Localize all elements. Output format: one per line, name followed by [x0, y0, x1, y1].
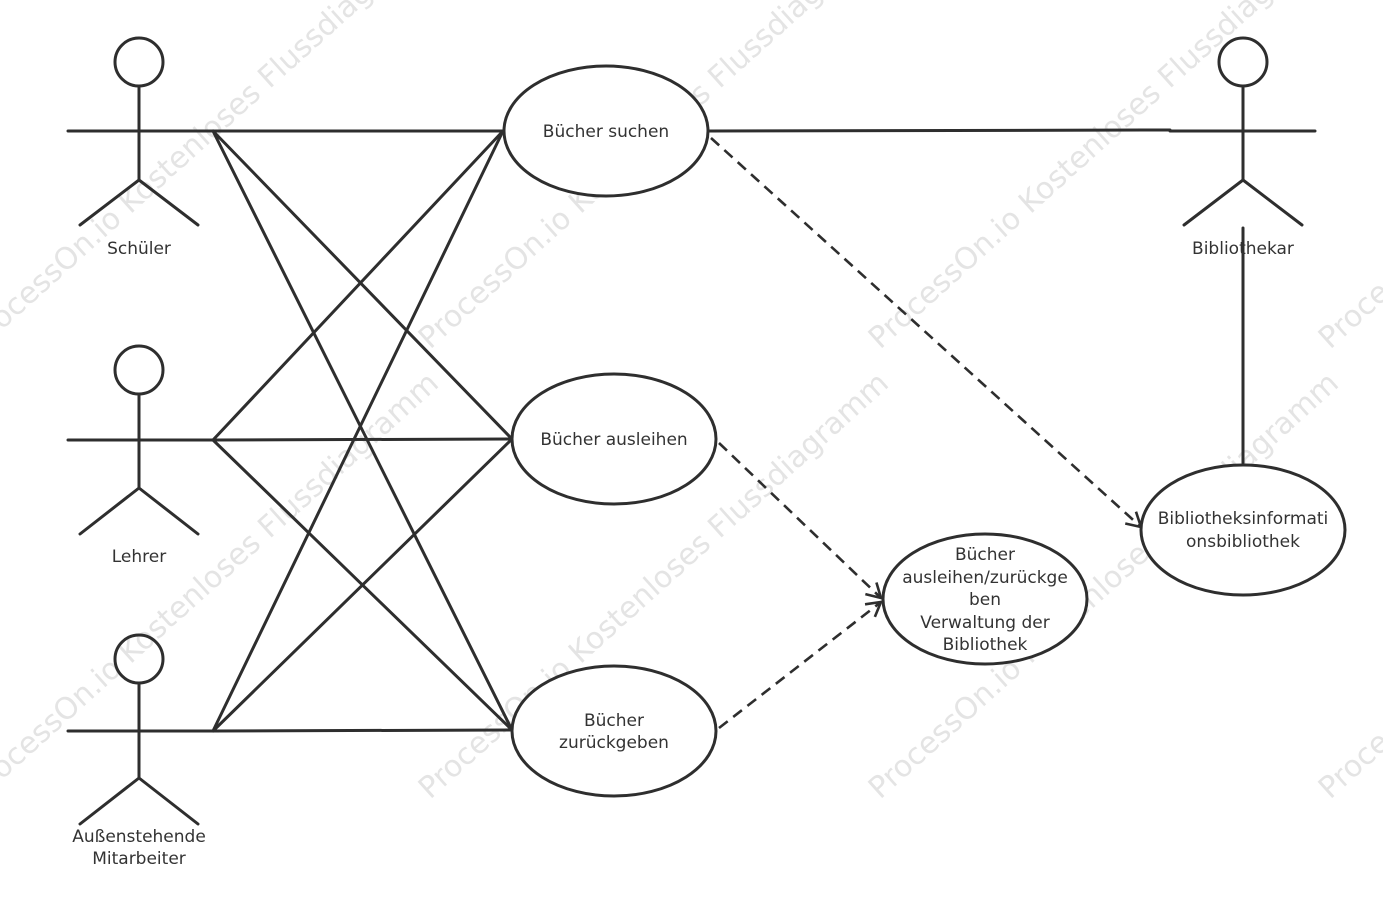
actor-bibliothekar: Bibliothekar — [1168, 36, 1317, 259]
assoc-schueler-zurueckgeben — [211, 129, 514, 732]
assoc-aussen-ausleihen — [211, 437, 514, 733]
usecase-bibliotheksinformationsbibliothek: Bibliotheksinformati onsbibliothek — [1139, 463, 1347, 597]
assoc-aussen-zurueckgeben — [211, 728, 514, 733]
actor-leg-right — [1241, 178, 1304, 227]
actor-head — [113, 36, 165, 88]
usecase-buecher-suchen: Bücher suchen — [502, 64, 710, 198]
actor-leg-right — [137, 178, 200, 227]
usecase-ellipse — [510, 372, 718, 506]
actor-aussen-label-line-2: Mitarbeiter — [92, 849, 186, 869]
actor-leg-right — [137, 486, 200, 536]
usecase-verwaltung-label-line-4: Verwaltung der — [920, 613, 1049, 633]
usecase-bibinfo-label-line-2: onsbibliothek — [1186, 532, 1300, 552]
assoc-lehrer-suchen — [211, 129, 505, 442]
actor-leg-left — [1182, 178, 1245, 227]
actor-lehrer: Lehrer — [66, 344, 215, 567]
actor-leg-right — [137, 776, 200, 826]
usecase-bibinfo-label-line-1: Bibliotheksinformati — [1158, 509, 1329, 529]
watermark-text: ProcessOn.io Kostenloses Flussdiagramm — [862, 0, 1346, 356]
assoc-suchen-bibliothekar — [707, 128, 1172, 133]
usecase-ellipse — [502, 64, 710, 198]
dependency-lines — [710, 137, 1143, 730]
actor-lehrer-label: Lehrer — [112, 547, 166, 567]
assoc-aussen-suchen — [211, 129, 505, 733]
watermark-text: ProcessOn.io Kostenloses Flussdiagramm — [1312, 365, 1383, 805]
actor-leg-left — [78, 178, 141, 227]
watermark-text: ProcessOn.io Kostenloses Flussdiagramm — [1312, 0, 1383, 356]
usecase-suchen-label: Bücher suchen — [543, 122, 669, 142]
assoc-lehrer-ausleihen — [211, 437, 514, 442]
dep-zurueckgeben-verwaltung — [718, 600, 884, 730]
usecase-verwaltung-label-line-2: ausleihen/zurückge — [902, 568, 1068, 588]
usecase-ellipse — [881, 532, 1089, 666]
dep-suchen-bibinfo — [710, 137, 1143, 529]
usecase-buecher-ausleihen: Bücher ausleihen — [510, 372, 718, 506]
usecase-ausleihen-label: Bücher ausleihen — [540, 430, 687, 450]
actor-bibliothekar-label: Bibliothekar — [1192, 239, 1294, 259]
actor-schueler-label: Schüler — [107, 239, 171, 259]
actor-head — [1217, 36, 1269, 88]
usecase-verwaltung-label-line-5: Bibliothek — [943, 635, 1028, 655]
usecase-verwaltung: Bücher ausleihen/zurückge ben Verwaltung… — [881, 532, 1089, 666]
actor-aussenstehende-mitarbeiter: Außenstehende Mitarbeiter — [66, 633, 215, 869]
usecase-verwaltung-label-line-3: ben — [969, 590, 1001, 610]
usecase-ellipse — [510, 664, 718, 798]
usecase-buecher-zurueckgeben: Bücher zurückgeben — [510, 664, 718, 798]
actor-leg-left — [78, 776, 141, 826]
usecase-zurueckgeben-label-line-1: Bücher — [584, 711, 644, 731]
usecase-ellipse — [1139, 463, 1347, 597]
actor-leg-left — [78, 486, 141, 536]
actor-head — [113, 344, 165, 396]
dep-ausleihen-verwaltung — [718, 442, 883, 600]
usecase-zurueckgeben-label-line-2: zurückgeben — [559, 733, 669, 753]
association-lines — [211, 128, 1245, 733]
assoc-schueler-ausleihen — [211, 129, 514, 441]
usecase-verwaltung-label-line-1: Bücher — [955, 545, 1015, 565]
actor-aussen-label-line-1: Außenstehende — [72, 827, 206, 847]
actor-schueler: Schüler — [66, 36, 215, 259]
